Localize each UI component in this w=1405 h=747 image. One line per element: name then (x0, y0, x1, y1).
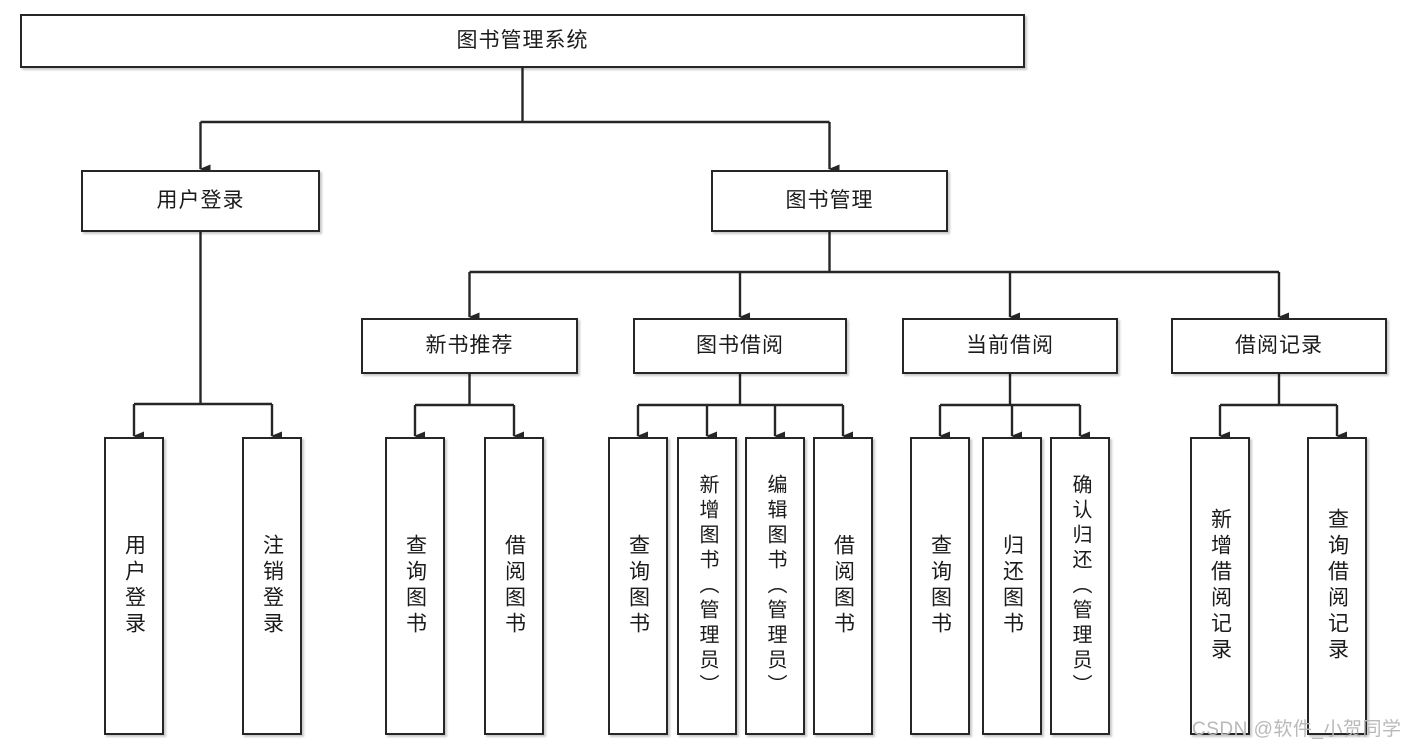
node-label-bookmgmt: 图书管理 (785, 188, 874, 212)
node-label-current: 当前借阅 (966, 333, 1054, 357)
node-label-root: 图书管理系统 (456, 28, 589, 52)
node-borrow[interactable]: 图书借阅 (633, 318, 847, 374)
node-label-n1: 查询图书 (403, 534, 427, 638)
node-label-b1: 查询图书 (626, 534, 650, 638)
node-b2[interactable]: 新增图书（管理员） (677, 437, 737, 735)
connector-group (132, 68, 1347, 441)
node-label-c2: 归还图书 (1000, 534, 1024, 638)
node-label-b3: 编辑图书（管理员） (764, 473, 786, 699)
node-login[interactable]: 用户登录 (81, 170, 320, 232)
node-label-borrow: 图书借阅 (696, 333, 784, 357)
node-records[interactable]: 借阅记录 (1171, 318, 1387, 374)
node-c1[interactable]: 查询图书 (910, 437, 970, 735)
node-label-newbooks: 新书推荐 (425, 333, 514, 357)
node-n1[interactable]: 查询图书 (385, 437, 445, 735)
node-c3[interactable]: 确认归还（管理员） (1050, 437, 1110, 735)
node-c2[interactable]: 归还图书 (982, 437, 1042, 735)
node-label-b2: 新增图书（管理员） (696, 473, 718, 699)
node-label-records: 借阅记录 (1235, 333, 1323, 357)
node-l2[interactable]: 注销登录 (242, 437, 302, 735)
node-label-l2: 注销登录 (260, 534, 284, 638)
node-label-r2: 查询借阅记录 (1325, 508, 1349, 664)
node-l1[interactable]: 用户登录 (104, 437, 164, 735)
node-label-r1: 新增借阅记录 (1208, 508, 1232, 664)
node-label-n2: 借阅图书 (502, 534, 526, 638)
node-bookmgmt[interactable]: 图书管理 (711, 170, 948, 232)
node-label-b4: 借阅图书 (831, 534, 855, 638)
node-label-c1: 查询图书 (928, 534, 952, 638)
node-label-l1: 用户登录 (122, 534, 146, 638)
node-newbooks[interactable]: 新书推荐 (361, 318, 578, 374)
node-r2[interactable]: 查询借阅记录 (1307, 437, 1367, 735)
watermark-label: CSDN @软件_小贺同学 (1192, 719, 1402, 740)
node-root[interactable]: 图书管理系统 (20, 14, 1025, 68)
node-b1[interactable]: 查询图书 (608, 437, 668, 735)
node-b3[interactable]: 编辑图书（管理员） (745, 437, 805, 735)
node-r1[interactable]: 新增借阅记录 (1190, 437, 1250, 735)
node-b4[interactable]: 借阅图书 (813, 437, 873, 735)
node-label-login: 用户登录 (156, 188, 245, 212)
node-label-c3: 确认归还（管理员） (1069, 473, 1091, 699)
node-n2[interactable]: 借阅图书 (484, 437, 544, 735)
node-current[interactable]: 当前借阅 (902, 318, 1118, 374)
